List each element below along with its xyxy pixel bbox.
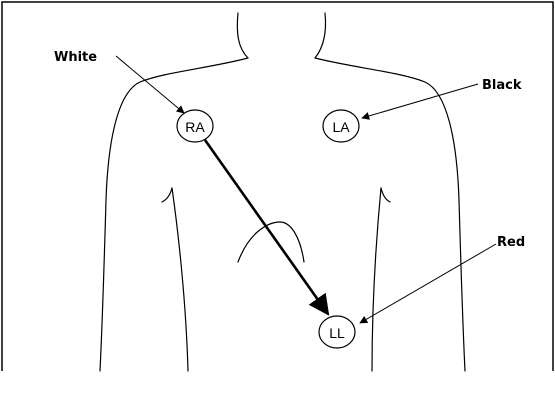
electrode-ll: LL (319, 316, 355, 348)
electrode-la: LA (323, 110, 359, 142)
torso-outline (100, 13, 465, 371)
red-wire-label: Red (497, 235, 525, 250)
red-leader-arrow (360, 244, 496, 323)
black-wire-label: Black (482, 78, 522, 93)
black-leader-arrow (362, 84, 478, 118)
electrode-ra: RA (177, 110, 213, 142)
white-leader-arrow (116, 56, 184, 113)
electrode-ra-label: RA (185, 119, 205, 135)
electrode-ll-label: LL (329, 325, 345, 341)
electrode-la-label: LA (332, 119, 350, 135)
lead-vector-arrow (205, 140, 328, 314)
white-wire-label: White (54, 50, 97, 65)
